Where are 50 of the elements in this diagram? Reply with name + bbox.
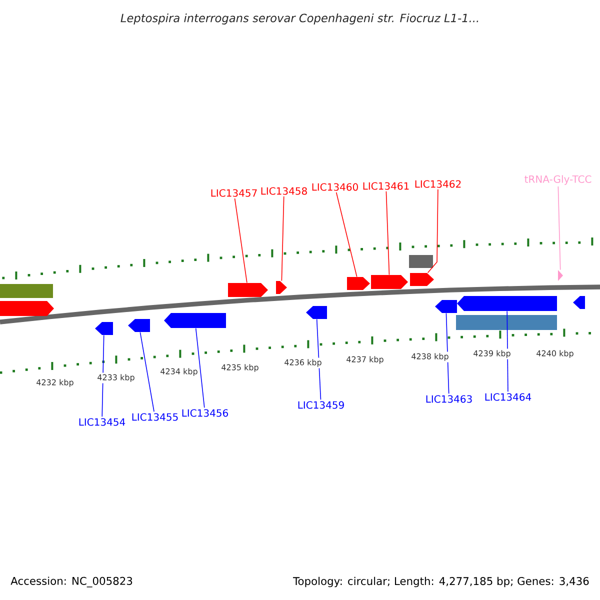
- scale-label: 4236 kbp: [282, 358, 324, 368]
- leader-line: [336, 192, 358, 278]
- scale-label: 4237 kbp: [344, 354, 386, 366]
- gene-feature: [573, 296, 585, 309]
- leader-line: [102, 334, 104, 418]
- leader-line: [427, 188, 438, 274]
- gene-feature: [306, 306, 327, 319]
- scale-label: 4232 kbp: [34, 378, 76, 388]
- scale-label: 4238 kbp: [410, 352, 450, 362]
- gene-label: tRNA-Gly-TCC: [524, 175, 592, 185]
- gene-label: LIC13461: [363, 182, 409, 190]
- leader-line: [506, 310, 508, 392]
- leader-line: [281, 196, 284, 282]
- gene-feature: [95, 322, 113, 335]
- gene-label: LIC13454: [79, 418, 126, 426]
- gene-label: LIC13460: [312, 183, 358, 191]
- gene-label: LIC13455: [132, 413, 178, 421]
- scale-label: 4240 kbp: [534, 348, 576, 360]
- gene-feature: [456, 315, 557, 330]
- footer-text: Topology: circular; Length: 4,277,185 bp; Genes: 3,436: [293, 576, 589, 588]
- gene-label: LIC13462: [415, 180, 461, 188]
- leader-line: [386, 190, 390, 276]
- leader-line: [558, 186, 561, 270]
- gene-feature: [435, 300, 457, 313]
- gene-label: LIC13456: [182, 409, 228, 417]
- gene-label: LIC13464: [485, 393, 532, 401]
- leader-line: [234, 198, 248, 284]
- title: Leptospira interrogans serovar Copenhageni str. Fiocruz L1-1...: [120, 14, 478, 24]
- gene-feature: [558, 270, 563, 281]
- gene-label: LIC13458: [261, 187, 307, 195]
- gene-feature: [409, 255, 433, 268]
- gene-label: LIC13459: [298, 401, 344, 409]
- gene-feature: [128, 319, 150, 332]
- gene-feature: [228, 283, 268, 297]
- gene-feature: [347, 277, 370, 290]
- gene-label: LIC13457: [211, 189, 257, 197]
- footer-text: Accession: NC_005823: [10, 576, 132, 588]
- gene-feature: [164, 313, 226, 328]
- gene-label: LIC13463: [426, 395, 472, 403]
- leader-line: [195, 328, 205, 408]
- gene-feature: [0, 284, 53, 298]
- scale-label: 4239 kbp: [472, 348, 512, 360]
- scale-label: 4235 kbp: [220, 362, 260, 374]
- gene-feature: [410, 273, 434, 286]
- scale-label: 4233 kbp: [96, 372, 136, 384]
- gene-feature: [371, 275, 408, 289]
- gene-feature: [0, 301, 54, 316]
- gene-feature: [276, 281, 287, 294]
- scale-label: 4234 kbp: [158, 366, 200, 378]
- leader-line: [140, 332, 154, 412]
